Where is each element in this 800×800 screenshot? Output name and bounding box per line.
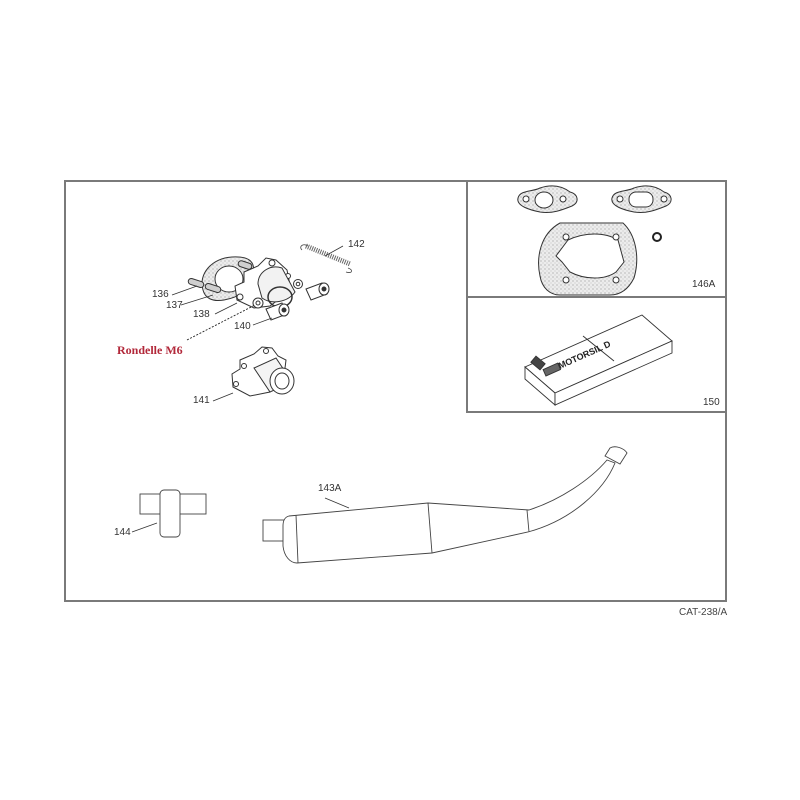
callout-142: 142 (348, 239, 365, 250)
motorsil-d-box-150 (524, 314, 673, 406)
callout-136: 136 (152, 289, 169, 300)
inset-divider (466, 296, 727, 298)
callout-141: 141 (193, 395, 210, 406)
exhaust-clamp-144 (139, 489, 207, 538)
callout-143a: 143A (318, 483, 342, 494)
callout-140: 140 (234, 321, 251, 332)
callout-146a: 146A (692, 279, 716, 290)
tension-spring-142 (300, 243, 352, 273)
washer-rondelle-m6 (252, 279, 303, 309)
intake-flange-138 (234, 257, 296, 309)
o-ring (652, 232, 662, 242)
leader-lines (131, 245, 350, 533)
callout-137: 137 (166, 300, 183, 311)
annotation-leader (186, 304, 256, 341)
studs-136 (187, 260, 253, 294)
exhaust-manifold-141 (231, 346, 295, 397)
annotation-rondelle-m6: Rondelle M6 (117, 343, 183, 357)
gasket-kit-146a (517, 185, 672, 296)
catalog-code: CAT-238/A (679, 607, 728, 618)
callout-144: 144 (114, 527, 131, 538)
callout-138: 138 (193, 309, 210, 320)
spacer-nuts-140 (265, 282, 330, 321)
callout-150: 150 (703, 397, 720, 408)
exhaust-pipe-143a (262, 446, 628, 564)
